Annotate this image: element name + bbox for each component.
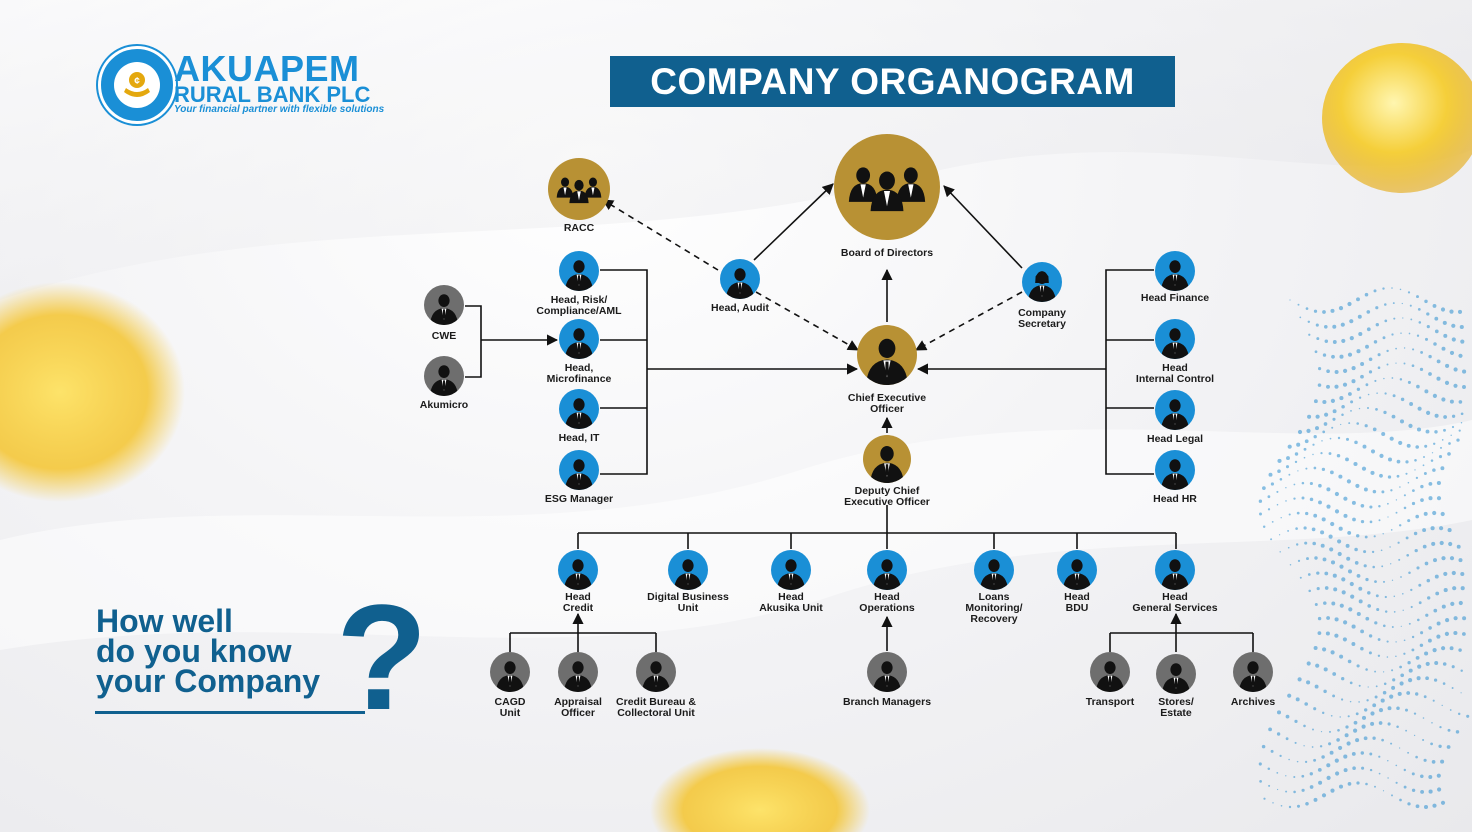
org-node-label: Head Finance [1140,292,1210,304]
quiz-line1: How well [96,603,233,639]
org-node-label: CWE [431,330,457,342]
org-node-label: Head HR [1153,493,1197,505]
person-icon [1155,450,1195,490]
logo-name-line1: AKUAPEM [174,48,360,89]
person-icon [424,356,464,396]
person-icon [558,550,598,590]
svg-text:¢: ¢ [134,76,140,87]
group-icon [548,158,610,220]
org-node-label: Head, Audit [711,302,769,314]
org-node-label: Branch Managers [842,696,932,708]
bank-logo: ¢ AKUAPEM RURAL BANK PLC Your financial … [98,44,398,124]
person-icon [424,285,464,325]
person-icon [863,435,911,483]
person-icon [1057,550,1097,590]
person-icon [1090,652,1130,692]
person-icon [771,550,811,590]
person-icon [1156,654,1196,694]
person-icon [974,550,1014,590]
person-icon [867,652,907,692]
person-icon [490,652,530,692]
person-icon [668,550,708,590]
org-node-label: Stores/Estate [1158,696,1194,719]
person-icon [559,389,599,429]
person-icon [559,251,599,291]
logo-tagline: Your financial partner with flexible sol… [174,104,385,115]
logo-name-line2: RURAL BANK PLC [174,82,371,107]
question-mark-icon: ? [336,573,428,741]
page-title: COMPANY ORGANOGRAM [610,56,1175,107]
person-icon [1155,251,1195,291]
person-icon [720,259,760,299]
org-node-label: ESG Manager [544,493,614,505]
person-icon [1155,390,1195,430]
bank-seal-icon: ¢ [98,46,176,124]
org-node-label: Credit Bureau &Collectoral Unit [616,696,696,719]
org-node-label: Board of Directors [840,247,934,259]
person-icon [558,652,598,692]
quiz-underline [95,711,365,714]
person-icon [1155,550,1195,590]
org-node-label: Transport [1085,696,1135,708]
person-icon [559,319,599,359]
org-node-label: RACC [563,222,595,234]
person-icon [867,550,907,590]
group-icon [834,134,940,240]
person-icon [1233,652,1273,692]
person-icon [636,652,676,692]
person-icon [559,450,599,490]
quiz-heading: How well do you know your Company [96,603,321,699]
org-node-label: Head Legal [1146,433,1204,445]
org-node-label: Head,Microfinance [546,362,612,385]
org-node-label: Head, IT [558,432,600,444]
person-icon [1155,319,1195,359]
quiz-line3: your Company [96,663,321,699]
person-female-icon [1022,262,1062,302]
org-node-label: Archives [1230,696,1276,708]
quiz-line2: do you know [96,633,292,669]
person-icon [857,325,917,385]
org-node-label: Akumicro [419,399,469,411]
org-node-label: Head, Risk/Compliance/AML [536,294,622,317]
